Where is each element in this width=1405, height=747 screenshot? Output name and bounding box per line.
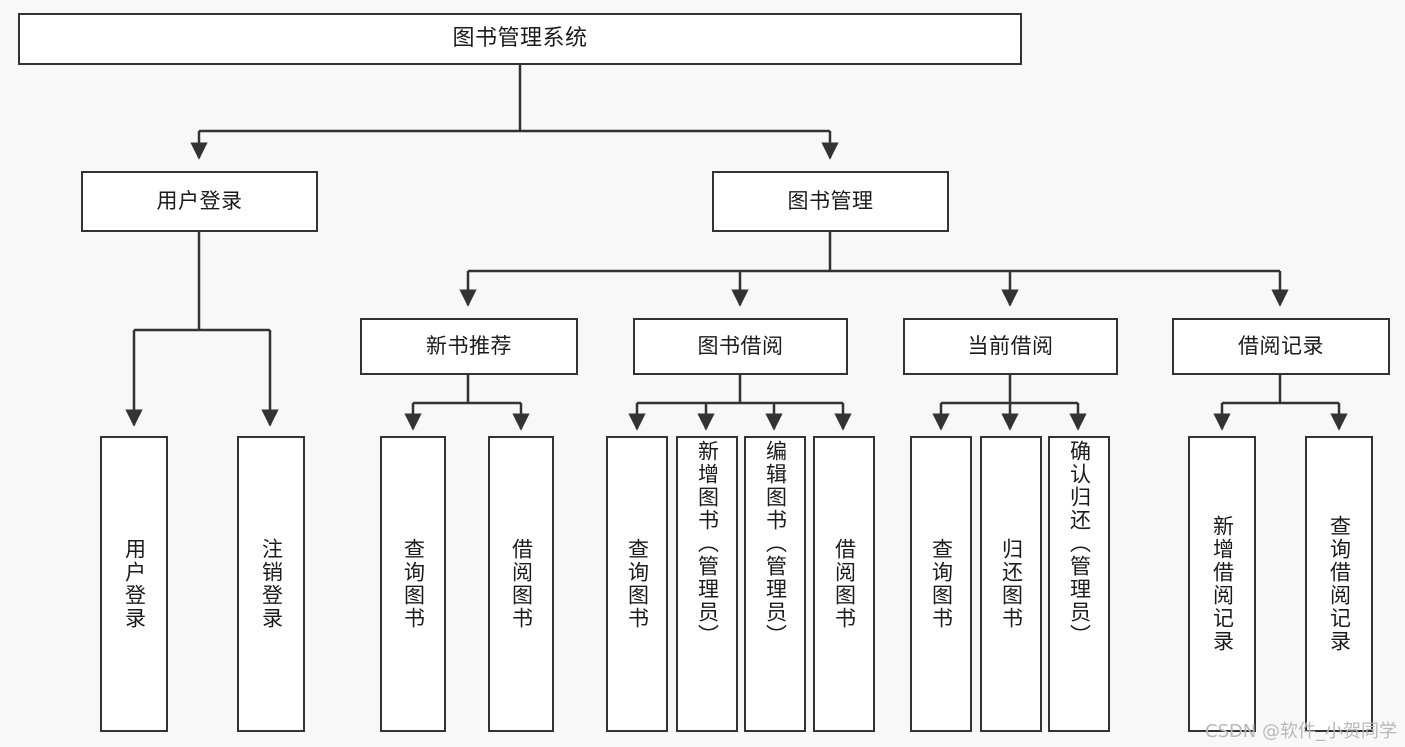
leaf-query-book-recommend[interactable]: 查询图书: [380, 436, 446, 732]
node-book-borrow[interactable]: 图书借阅: [633, 318, 848, 375]
node-label: 查询借阅记录: [1327, 515, 1352, 653]
node-label: 查询图书: [401, 538, 426, 630]
node-label: 归还图书: [999, 538, 1024, 630]
node-label: 确认归还（管理员）: [1067, 440, 1092, 647]
leaf-query-book-borrow[interactable]: 查询图书: [606, 436, 668, 732]
node-label: 图书管理: [787, 189, 874, 214]
node-label: 图书管理系统: [452, 26, 588, 52]
node-label: 查询图书: [929, 538, 954, 630]
leaf-query-book-current[interactable]: 查询图书: [910, 436, 972, 732]
leaf-user-login[interactable]: 用户登录: [100, 436, 168, 732]
node-label: 当前借阅: [967, 334, 1054, 359]
node-label: 新增图书（管理员）: [695, 440, 720, 647]
leaf-borrow-book[interactable]: 借阅图书: [813, 436, 875, 732]
node-label: 借阅记录: [1238, 334, 1324, 359]
leaf-edit-book-admin[interactable]: 编辑图书（管理员）: [744, 436, 806, 732]
node-label: 新书推荐: [426, 334, 512, 359]
node-user-login[interactable]: 用户登录: [81, 171, 318, 232]
node-label: 用户登录: [122, 538, 147, 630]
node-label: 用户登录: [156, 189, 243, 214]
csdn-watermark: CSDN @软件_小贺同学: [1204, 721, 1397, 742]
leaf-return-book[interactable]: 归还图书: [980, 436, 1042, 732]
node-borrow-records[interactable]: 借阅记录: [1172, 318, 1390, 375]
leaf-add-borrow-record[interactable]: 新增借阅记录: [1188, 436, 1256, 732]
leaf-query-borrow-record[interactable]: 查询借阅记录: [1305, 436, 1373, 732]
leaf-confirm-return-admin[interactable]: 确认归还（管理员）: [1048, 436, 1110, 732]
node-label: 编辑图书（管理员）: [763, 440, 788, 647]
node-label: 新增借阅记录: [1210, 515, 1235, 653]
node-label: 查询图书: [625, 538, 650, 630]
node-label: 借阅图书: [832, 538, 857, 630]
node-root-library-system[interactable]: 图书管理系统: [18, 13, 1022, 65]
node-book-management[interactable]: 图书管理: [712, 171, 949, 232]
leaf-add-book-admin[interactable]: 新增图书（管理员）: [676, 436, 738, 732]
node-new-book-recommend[interactable]: 新书推荐: [360, 318, 578, 375]
node-current-borrow[interactable]: 当前借阅: [903, 318, 1118, 375]
node-label: 图书借阅: [697, 334, 784, 359]
leaf-borrow-book-recommend[interactable]: 借阅图书: [488, 436, 554, 732]
node-label: 注销登录: [259, 538, 284, 630]
leaf-logout[interactable]: 注销登录: [237, 436, 305, 732]
node-label: 借阅图书: [509, 538, 534, 630]
